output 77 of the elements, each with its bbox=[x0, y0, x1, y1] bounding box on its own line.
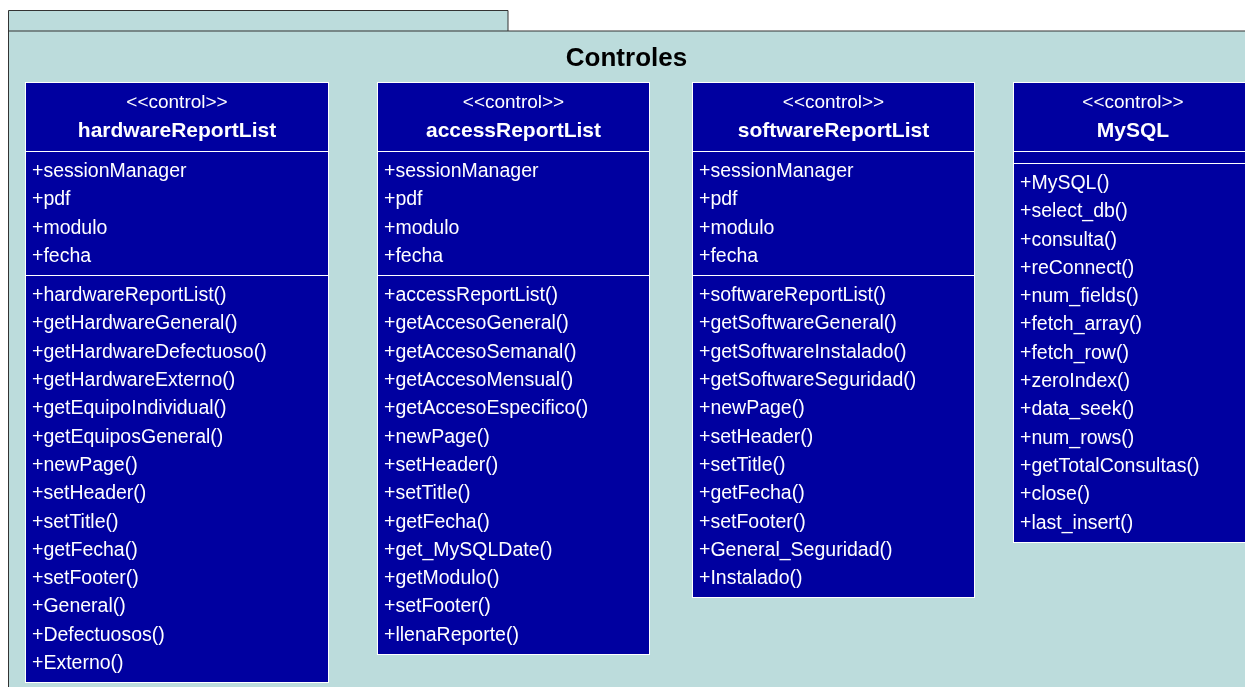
class-box bbox=[692, 82, 975, 599]
class-member: +newPage() bbox=[384, 423, 491, 449]
package-title: Controles bbox=[564, 42, 689, 73]
class-member: +getHardwareGeneral() bbox=[32, 310, 239, 336]
class-member: +reConnect() bbox=[1020, 254, 1136, 280]
stereotype-label: <<control>> bbox=[461, 90, 566, 114]
class-member: +fecha bbox=[32, 242, 93, 268]
class-member: +getTotalConsultas() bbox=[1020, 452, 1201, 478]
class-name: hardwareReportList bbox=[76, 117, 278, 143]
class-member: +setFooter() bbox=[699, 508, 807, 534]
class-member: +sessionManager bbox=[384, 158, 540, 183]
class-member: +getEquiposGeneral() bbox=[32, 423, 225, 449]
class-member: +MySQL() bbox=[1020, 170, 1111, 195]
class-member: +getHardwareExterno() bbox=[32, 367, 237, 393]
class-member: +setTitle() bbox=[384, 480, 472, 506]
class-member: +num_rows() bbox=[1020, 424, 1136, 451]
class-member: +data_seek() bbox=[1020, 396, 1136, 422]
class-member: +close() bbox=[1020, 481, 1091, 507]
class-member: +getAccesoSemanal() bbox=[384, 338, 578, 364]
class-member: +pdf bbox=[32, 186, 72, 212]
class-member: +sessionManager bbox=[699, 158, 855, 183]
class-member: +llenaReporte() bbox=[384, 621, 520, 647]
class-member: +getFecha() bbox=[384, 508, 491, 534]
class-name: accessReportList bbox=[424, 117, 603, 143]
class-member: +newPage() bbox=[32, 451, 139, 477]
class-member: +consulta() bbox=[1020, 226, 1118, 252]
class-member: +accessReportList() bbox=[384, 282, 559, 308]
class-member: +zeroIndex() bbox=[1020, 368, 1131, 394]
class-member: +General() bbox=[32, 593, 127, 619]
class-member: +setFooter() bbox=[32, 565, 140, 591]
class-member: +getSoftwareSeguridad() bbox=[699, 367, 918, 393]
class-member: +fetch_row() bbox=[1020, 339, 1130, 366]
class-member: +fetch_array() bbox=[1020, 311, 1143, 337]
stereotype-label: <<control>> bbox=[125, 90, 229, 114]
package-frame bbox=[8, 10, 1245, 687]
stereotype-label: <<control>> bbox=[781, 90, 886, 114]
class-member: +get_MySQLDate() bbox=[384, 536, 554, 563]
class-member: +setTitle() bbox=[32, 508, 120, 534]
class-member: +getFecha() bbox=[699, 480, 806, 506]
class-member: +num_fields() bbox=[1020, 283, 1140, 309]
class-member: +fecha bbox=[384, 242, 445, 268]
class-member: +getAccesoMensual() bbox=[384, 367, 575, 393]
class-member: +select_db() bbox=[1020, 198, 1129, 224]
class-member: +setTitle() bbox=[699, 451, 787, 477]
class-member: +getSoftwareGeneral() bbox=[699, 310, 898, 336]
class-member: +softwareReportList() bbox=[699, 282, 887, 308]
class-box bbox=[377, 82, 650, 656]
class-member: +setHeader() bbox=[384, 451, 500, 477]
class-member: +getSoftwareInstalado() bbox=[699, 338, 908, 364]
class-member: +setHeader() bbox=[699, 423, 815, 449]
class-member: +getEquipoIndividual() bbox=[32, 395, 228, 421]
class-member: +pdf bbox=[699, 186, 739, 212]
class-member: +Instalado() bbox=[699, 565, 804, 591]
class-member: +sessionManager bbox=[32, 158, 188, 183]
class-member: +modulo bbox=[384, 214, 461, 240]
class-member: +setFooter() bbox=[384, 593, 492, 619]
class-member: +getAccesoEspecifico() bbox=[384, 395, 590, 421]
class-member: +modulo bbox=[32, 214, 109, 240]
class-member: +newPage() bbox=[699, 395, 806, 421]
class-box bbox=[25, 82, 329, 684]
class-box bbox=[1013, 82, 1245, 543]
class-member: +hardwareReportList() bbox=[32, 282, 228, 308]
class-member: +getAccesoGeneral() bbox=[384, 310, 570, 336]
class-member: +Defectuosos() bbox=[32, 621, 166, 647]
class-member: +getModulo() bbox=[384, 565, 501, 591]
class-member: +General_Seguridad() bbox=[699, 536, 894, 563]
class-member: +last_insert() bbox=[1020, 509, 1135, 536]
class-member: +pdf bbox=[384, 186, 424, 212]
class-member: +getFecha() bbox=[32, 536, 139, 562]
class-member: +modulo bbox=[699, 214, 776, 240]
stereotype-label: <<control>> bbox=[1081, 90, 1185, 114]
class-member: +getHardwareDefectuoso() bbox=[32, 338, 268, 364]
class-member: +setHeader() bbox=[32, 480, 148, 506]
class-name: MySQL bbox=[1095, 117, 1171, 143]
class-member: +Externo() bbox=[32, 650, 125, 676]
class-member: +fecha bbox=[699, 242, 760, 268]
class-name: softwareReportList bbox=[736, 117, 931, 143]
